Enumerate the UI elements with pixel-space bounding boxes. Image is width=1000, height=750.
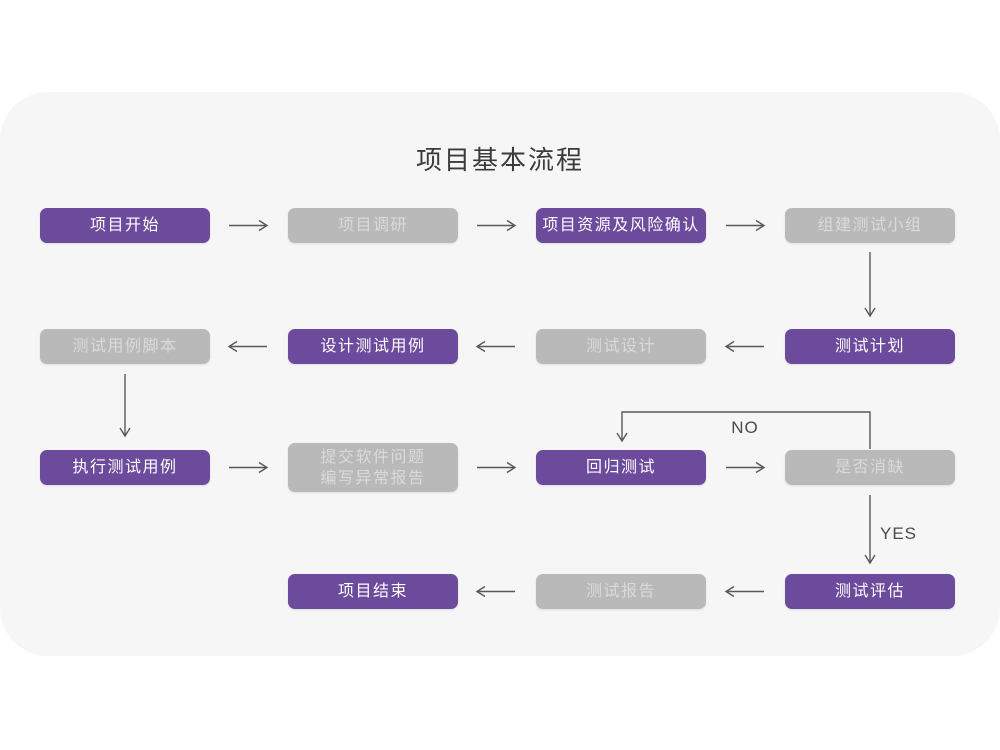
flowchart-card: [0, 92, 1000, 656]
node-test-report: 测试报告: [536, 574, 706, 609]
node-regression-test: 回归测试: [536, 450, 706, 485]
node-submit-issues: 提交软件问题 编写异常报告: [288, 443, 458, 492]
node-build-test-team: 组建测试小组: [785, 208, 955, 243]
node-execute-test-case: 执行测试用例: [40, 450, 210, 485]
node-test-case-script: 测试用例脚本: [40, 329, 210, 364]
node-test-plan: 测试计划: [785, 329, 955, 364]
page-title: 项目基本流程: [415, 145, 584, 175]
node-design-test-case: 设计测试用例: [288, 329, 458, 364]
node-submit-issues-line1: 提交软件问题: [320, 448, 426, 466]
node-project-start: 项目开始: [40, 208, 210, 243]
node-defect-resolved: 是否消缺: [785, 450, 955, 485]
node-project-research: 项目调研: [288, 208, 458, 243]
node-resources-risk: 项目资源及风险确认: [536, 208, 706, 243]
node-submit-issues-line2: 编写异常报告: [320, 469, 426, 487]
node-test-design: 测试设计: [536, 329, 706, 364]
node-test-evaluation: 测试评估: [785, 574, 955, 609]
node-project-end: 项目结束: [288, 574, 458, 609]
